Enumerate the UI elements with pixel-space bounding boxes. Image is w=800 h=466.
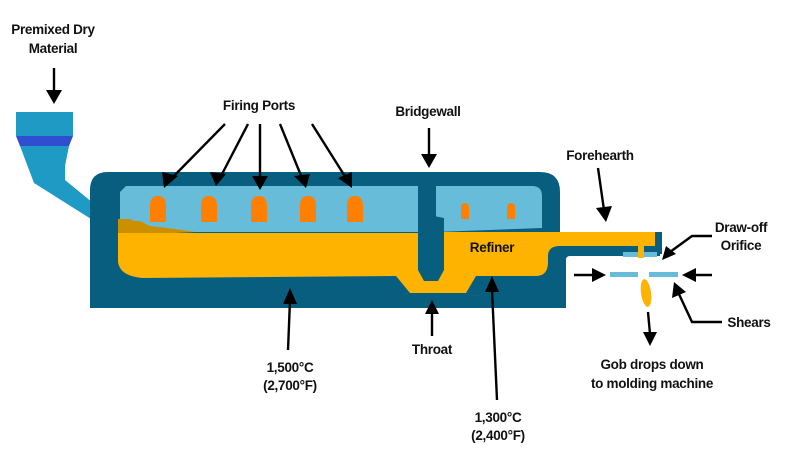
raw-batch-layer xyxy=(118,219,195,236)
glass-gob xyxy=(640,279,652,307)
melting-chamber xyxy=(120,186,418,232)
molten-glass xyxy=(118,232,655,293)
melt-temp-fahrenheit: (2,700°F) xyxy=(263,378,317,393)
hopper-top xyxy=(16,112,73,136)
refiner-label: Refiner xyxy=(470,240,515,255)
firing-ports xyxy=(150,196,515,222)
drawoff-label-line1: Draw-off xyxy=(715,220,768,235)
hopper-band xyxy=(16,136,73,146)
refiner-temp-fahrenheit: (2,400°F) xyxy=(471,428,525,443)
firing-port xyxy=(201,196,217,222)
firing-port xyxy=(150,196,166,222)
forehearth-end xyxy=(655,232,662,254)
firing-ports-label: Firing Ports xyxy=(223,98,295,113)
bridgewall xyxy=(418,186,444,281)
orifice-stream xyxy=(638,246,644,258)
firing-port xyxy=(347,196,363,222)
forehearth-label: Forehearth xyxy=(566,148,634,163)
gob-label-line2: to molding machine xyxy=(591,376,714,391)
melt-temp-celsius: 1,500°C xyxy=(267,360,314,375)
premixed-label-line2: Material xyxy=(29,41,78,56)
labels: Premixed Dry Material Firing Ports Bridg… xyxy=(11,22,771,443)
refiner-port xyxy=(507,203,515,219)
refiner-temp-celsius: 1,300°C xyxy=(475,410,522,425)
drawoff-label-line2: Orifice xyxy=(721,238,762,253)
throat-label: Throat xyxy=(412,342,453,357)
refiner-chamber xyxy=(436,186,542,232)
shears-label: Shears xyxy=(727,315,770,330)
firing-port xyxy=(300,196,316,222)
gob-label-line1: Gob drops down xyxy=(600,357,703,372)
arrows xyxy=(46,68,722,401)
refiner-port xyxy=(461,203,469,219)
firing-port xyxy=(251,196,267,222)
bridgewall-label: Bridgewall xyxy=(395,104,460,119)
shear-blade-right[interactable] xyxy=(649,272,678,277)
shear-blade-left[interactable] xyxy=(610,272,638,277)
premixed-label-line1: Premixed Dry xyxy=(11,22,95,37)
